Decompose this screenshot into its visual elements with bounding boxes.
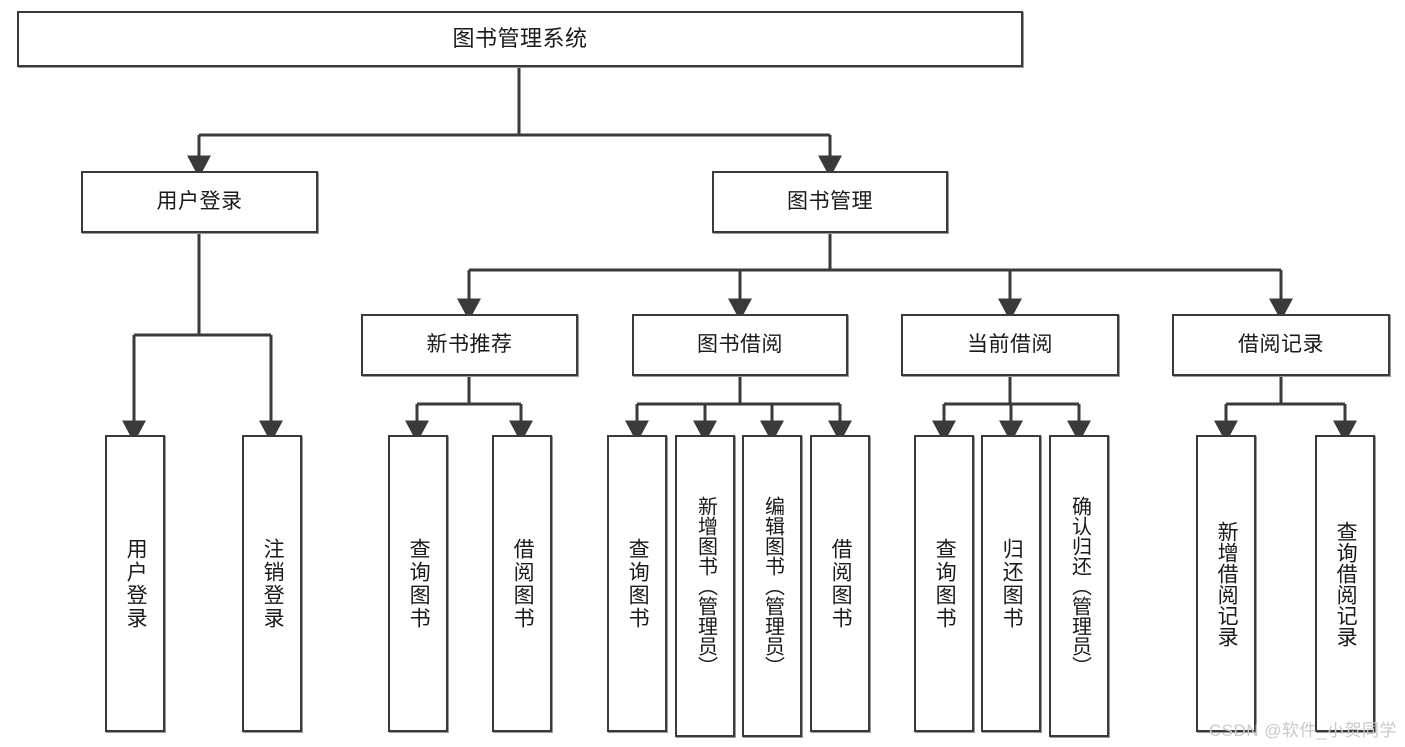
node-leaf-query-book-3-label: 查询图书 <box>933 537 957 630</box>
node-leaf-confirm-return[interactable]: 确认归还（管理员） <box>1049 435 1109 737</box>
node-leaf-user-login-label: 用户登录 <box>124 537 148 630</box>
node-current-borrow-label: 当前借阅 <box>967 333 1053 357</box>
node-leaf-return-book-label: 归还图书 <box>1000 537 1024 630</box>
node-leaf-borrow-book-2-label: 借阅图书 <box>829 537 853 630</box>
node-leaf-user-logout-label: 注销登录 <box>261 537 285 630</box>
node-leaf-borrow-book-1-label: 借阅图书 <box>511 537 535 630</box>
node-leaf-query-book-2[interactable]: 查询图书 <box>607 435 667 732</box>
node-root-title[interactable]: 图书管理系统 <box>17 11 1023 67</box>
node-leaf-query-book-1-label: 查询图书 <box>407 537 431 630</box>
node-leaf-confirm-return-label: 确认归还（管理员） <box>1068 496 1091 676</box>
node-leaf-return-book[interactable]: 归还图书 <box>981 435 1041 732</box>
node-book-borrow[interactable]: 图书借阅 <box>632 314 848 376</box>
node-leaf-user-logout[interactable]: 注销登录 <box>242 435 302 732</box>
node-user-login[interactable]: 用户登录 <box>81 171 318 233</box>
node-leaf-user-login[interactable]: 用户登录 <box>105 435 165 732</box>
csdn-watermark: CSDN @软件_小贺同学 <box>1208 721 1397 740</box>
node-leaf-edit-book[interactable]: 编辑图书（管理员） <box>742 435 802 737</box>
node-new-book-recommend-label: 新书推荐 <box>426 333 513 357</box>
node-leaf-query-book-3[interactable]: 查询图书 <box>914 435 974 732</box>
node-leaf-query-record-label: 查询借阅记录 <box>1334 520 1358 647</box>
node-book-manage-label: 图书管理 <box>787 190 873 214</box>
node-leaf-add-book[interactable]: 新增图书（管理员） <box>675 435 735 737</box>
node-borrow-record[interactable]: 借阅记录 <box>1172 314 1390 376</box>
node-current-borrow[interactable]: 当前借阅 <box>901 314 1119 376</box>
node-new-book-recommend[interactable]: 新书推荐 <box>361 314 578 376</box>
node-leaf-add-record[interactable]: 新增借阅记录 <box>1196 435 1256 732</box>
node-leaf-add-book-label: 新增图书（管理员） <box>694 496 717 676</box>
node-leaf-query-book-1[interactable]: 查询图书 <box>388 435 448 732</box>
node-book-manage[interactable]: 图书管理 <box>712 171 948 233</box>
node-leaf-query-book-2-label: 查询图书 <box>626 537 650 630</box>
node-user-login-label: 用户登录 <box>156 190 243 214</box>
node-leaf-borrow-book-1[interactable]: 借阅图书 <box>492 435 552 732</box>
node-root-title-label: 图书管理系统 <box>452 25 588 51</box>
node-leaf-edit-book-label: 编辑图书（管理员） <box>761 496 784 676</box>
node-leaf-add-record-label: 新增借阅记录 <box>1215 520 1239 647</box>
node-leaf-borrow-book-2[interactable]: 借阅图书 <box>810 435 870 732</box>
node-borrow-record-label: 借阅记录 <box>1238 333 1324 357</box>
node-leaf-query-record[interactable]: 查询借阅记录 <box>1315 435 1375 732</box>
node-book-borrow-label: 图书借阅 <box>697 333 783 357</box>
